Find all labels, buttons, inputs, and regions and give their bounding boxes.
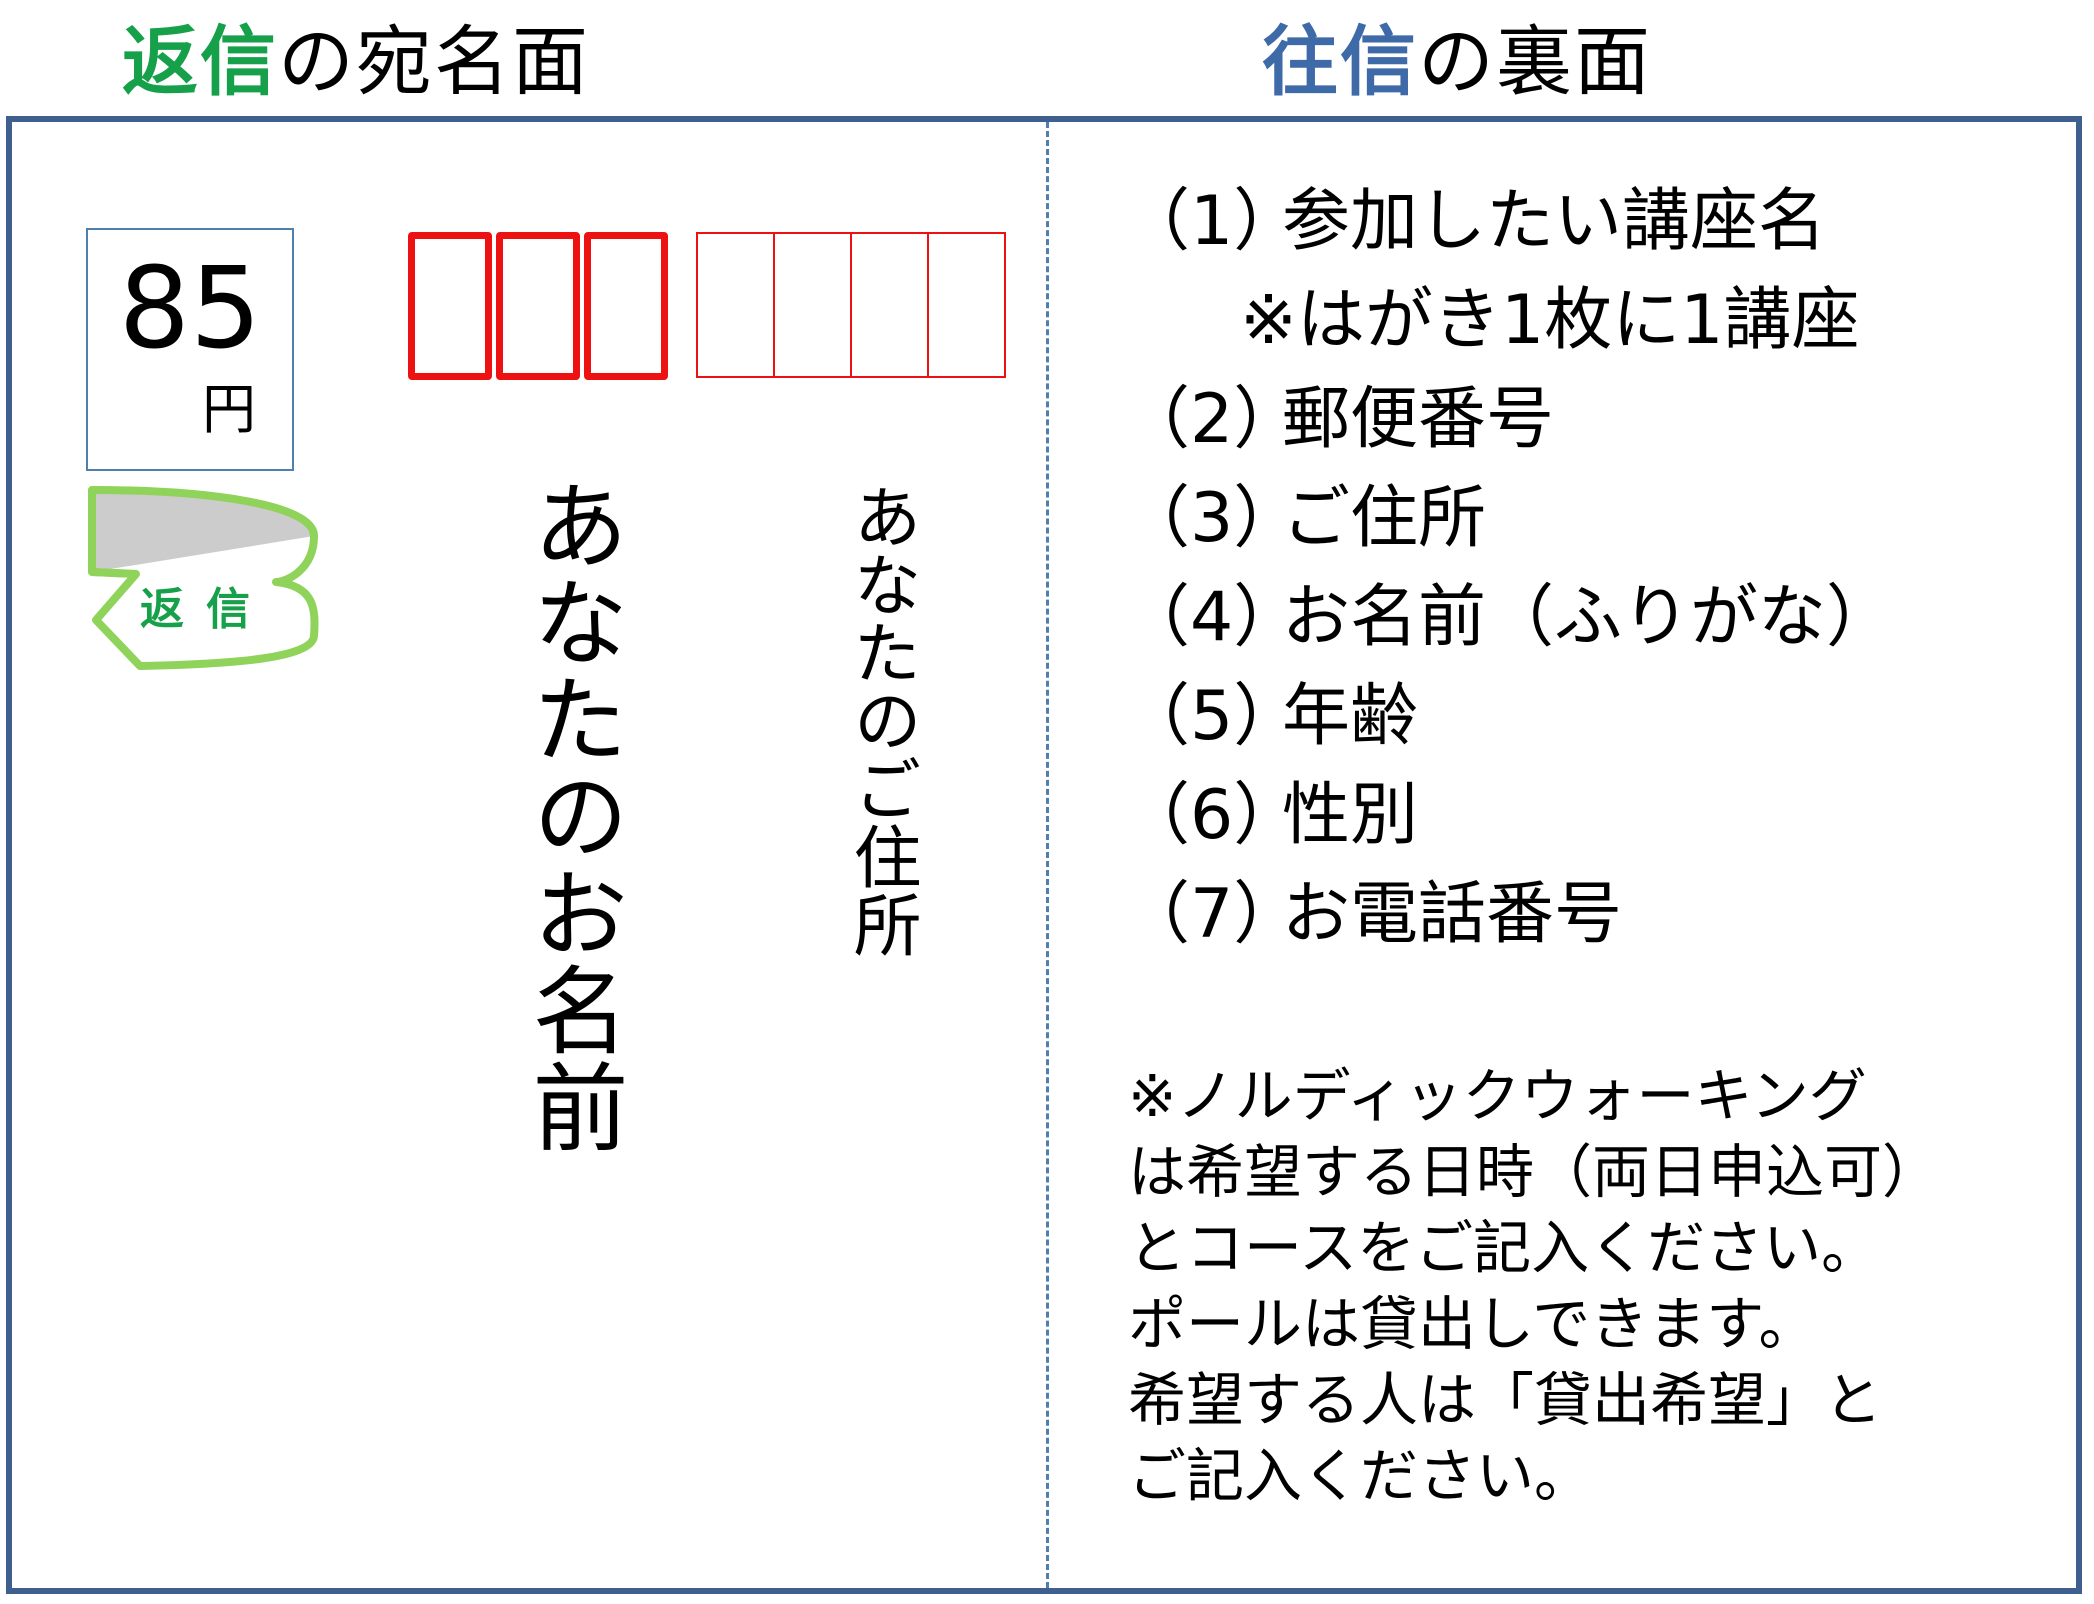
reply-mark-inner-line <box>91 568 137 578</box>
required-items-list: （1）参加したい講座名 ※はがき1枚に1講座 （2）郵便番号 （3）ご住所 （4… <box>1122 172 1894 964</box>
recipient-address-placeholder: あなたのご住所 <box>841 482 920 958</box>
list-item: （4）お名前（ふりがな） <box>1122 568 1894 667</box>
stamp-box: 85 円 <box>86 228 294 471</box>
recipient-name-placeholder: あなたのお名前 <box>516 476 628 1155</box>
reply-mark-icon <box>88 486 319 670</box>
notice-line: ポールは貸出しできます。 <box>1128 1290 1817 1358</box>
item-number: （7） <box>1122 875 1302 954</box>
item-number: （1） <box>1122 182 1302 261</box>
reply-mark-label: 返信 <box>140 584 272 635</box>
outgoing-side-heading: 往信の裏面 <box>1262 12 1652 112</box>
list-item: （7）お電話番号 <box>1122 865 1894 964</box>
zip-box-5 <box>773 232 852 378</box>
stamp-unit: 円 <box>202 378 256 441</box>
zip-box-1 <box>408 232 492 380</box>
reply-heading-rest: の宛名面 <box>278 17 590 106</box>
item-number: （3） <box>1122 479 1302 558</box>
list-item: （3）ご住所 <box>1122 469 1894 568</box>
list-item: （1）参加したい講座名 <box>1122 172 1894 271</box>
nordic-walking-notice: ※ノルディックウォーキング は希望する日時（両日申込可） とコースをご記入くださ… <box>1128 1058 1940 1514</box>
item-text: お名前（ふりがな） <box>1282 578 1895 657</box>
postcard-frame <box>6 116 2082 1594</box>
list-item: （2）郵便番号 <box>1122 370 1894 469</box>
zip-box-2 <box>496 232 580 380</box>
zip-box-6 <box>850 232 929 378</box>
outgoing-heading-rest: の裏面 <box>1418 17 1652 106</box>
notice-line: ご記入ください。 <box>1128 1442 1593 1510</box>
notice-line: ※ノルディックウォーキング <box>1128 1062 1867 1130</box>
notice-line: 希望する人は「貸出希望」と <box>1128 1366 1883 1434</box>
stamp-value: 85 <box>118 244 262 374</box>
item-text: 郵便番号 <box>1282 380 1555 459</box>
reply-side-heading: 返信の宛名面 <box>122 12 590 112</box>
zip-box-3 <box>584 232 668 380</box>
outgoing-heading-accent: 往信 <box>1262 17 1418 106</box>
notice-line: は希望する日時（両日申込可） <box>1128 1138 1941 1206</box>
item-text: 参加したい講座名 <box>1282 182 1827 261</box>
zip-box-7 <box>927 232 1006 378</box>
list-item-note: ※はがき1枚に1講座 <box>1122 271 1894 370</box>
item-number: （6） <box>1122 776 1302 855</box>
reply-mark-outline <box>88 486 319 670</box>
zip-box-4 <box>696 232 775 378</box>
notice-line: とコースをご記入ください。 <box>1128 1214 1880 1282</box>
item-text: 性別 <box>1282 776 1419 855</box>
reply-heading-accent: 返信 <box>122 17 278 106</box>
item-number: （2） <box>1122 380 1302 459</box>
item-note-text: ※はがき1枚に1講座 <box>1240 281 1860 360</box>
list-item: （5）年齢 <box>1122 667 1894 766</box>
list-item: （6）性別 <box>1122 766 1894 865</box>
reply-mark-top-fill <box>92 490 314 572</box>
item-text: お電話番号 <box>1282 875 1623 954</box>
item-number: （5） <box>1122 677 1302 756</box>
item-text: 年齢 <box>1282 677 1419 756</box>
item-text: ご住所 <box>1282 479 1487 558</box>
fold-divider <box>1046 122 1049 1588</box>
item-number: （4） <box>1122 578 1302 657</box>
